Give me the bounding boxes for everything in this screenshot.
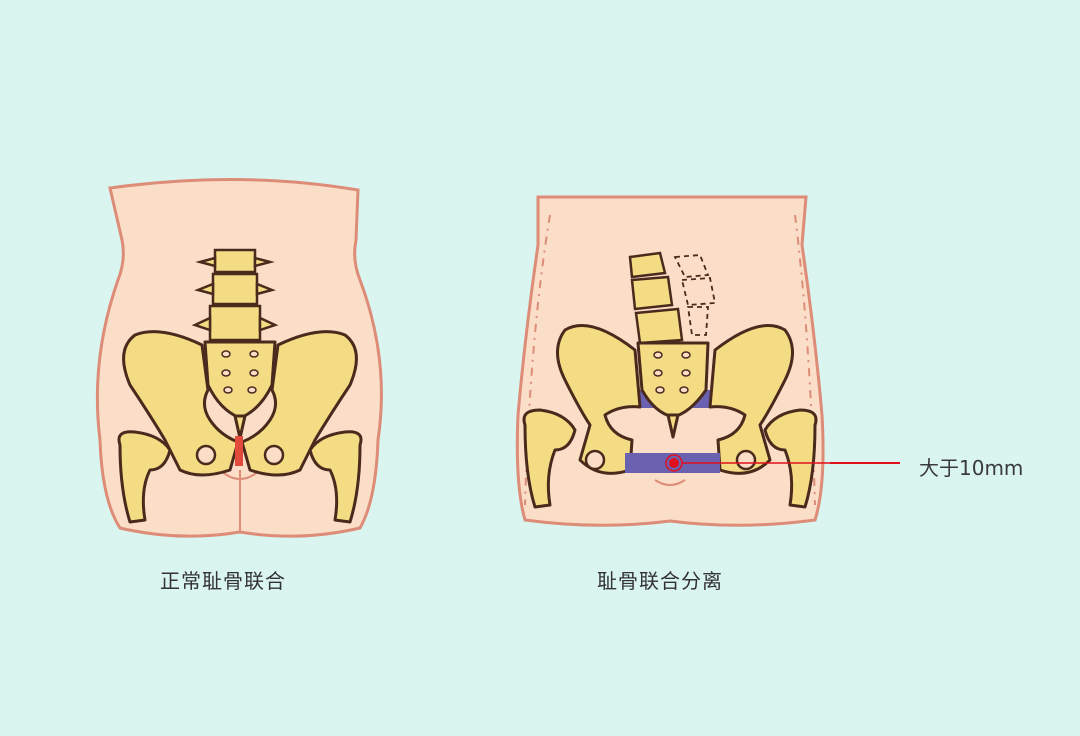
- pubic-symphysis-joint: [235, 436, 243, 466]
- caption-separated: 耻骨联合分离: [597, 569, 723, 593]
- caption-normal: 正常耻骨联合: [160, 569, 286, 593]
- lumbar-spine: [191, 248, 279, 342]
- annotation-leader-line: [830, 462, 900, 464]
- lumbar-spine: [628, 251, 684, 345]
- separated-pelvis-illustration: [510, 185, 830, 530]
- pelvis-bones: [117, 330, 363, 524]
- pelvis-bones: [522, 324, 818, 509]
- normal-pelvis-illustration: [60, 170, 420, 550]
- annotation-gap-label: 大于10mm: [919, 456, 1024, 480]
